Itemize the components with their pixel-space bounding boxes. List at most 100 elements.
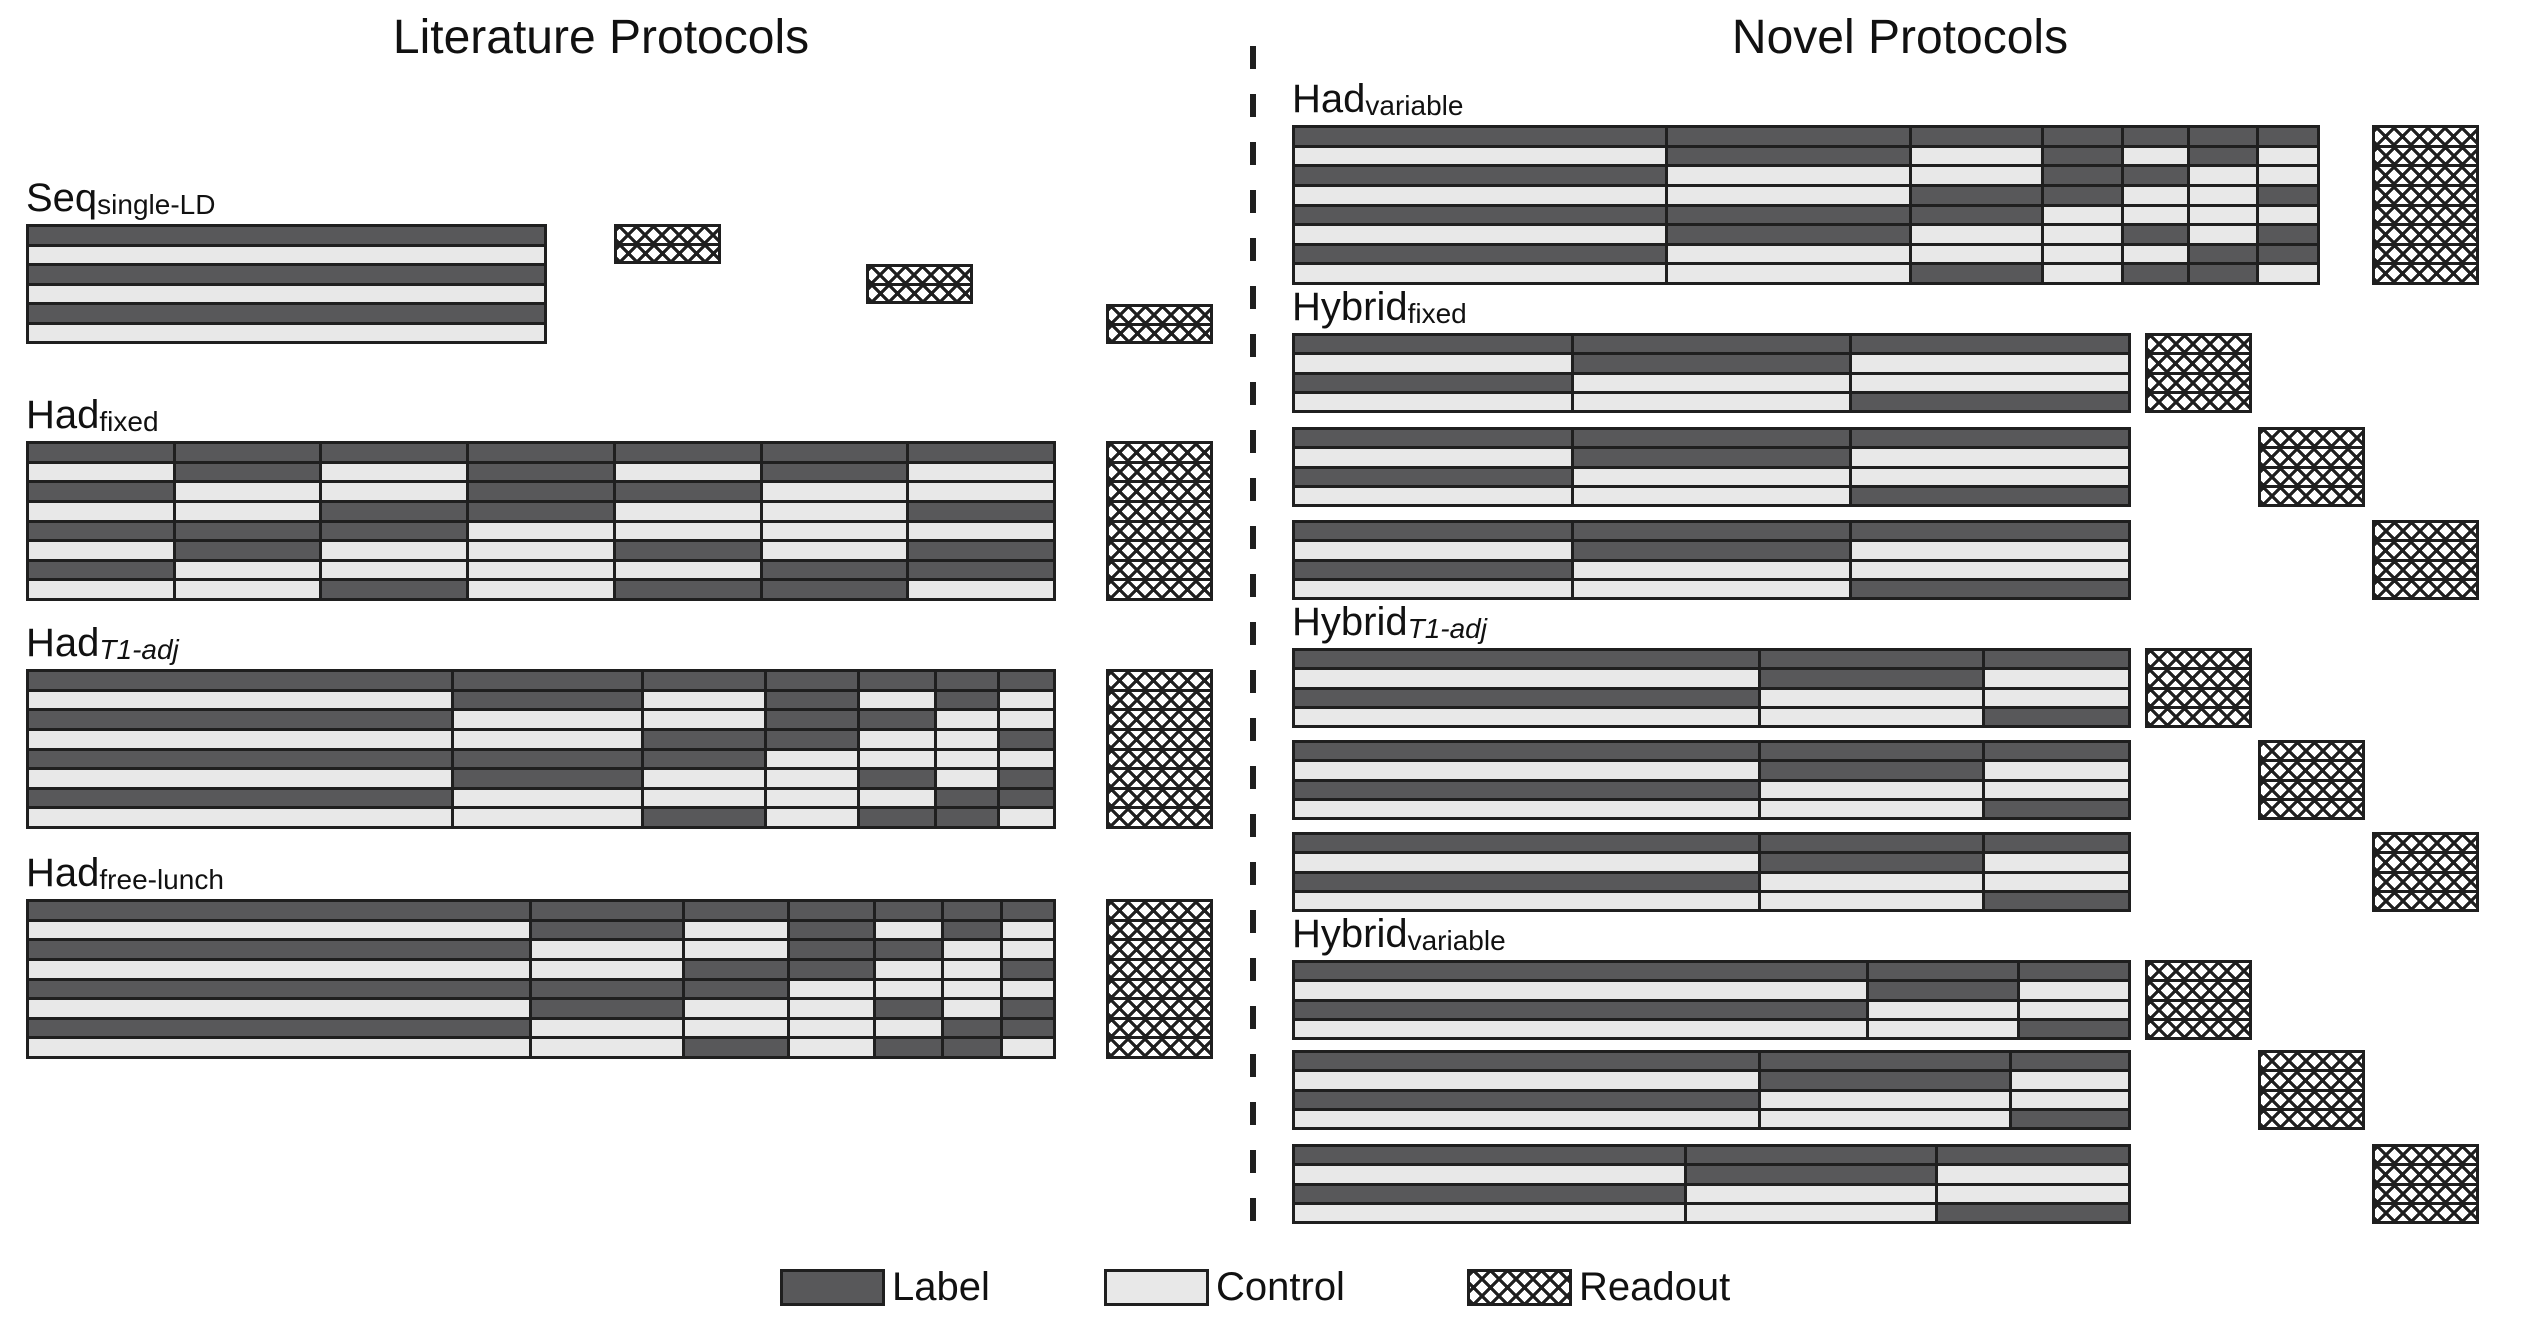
readout-row xyxy=(1109,483,1210,503)
label-segment xyxy=(322,502,467,520)
control-segment xyxy=(1573,468,1850,485)
protocol-subscript: T1-adj xyxy=(1407,613,1487,644)
control-segment xyxy=(944,1000,1000,1017)
protocol-name: Had xyxy=(1292,77,1366,121)
control-segment xyxy=(1295,1072,1759,1089)
control-segment xyxy=(1852,542,2129,559)
control-segment xyxy=(322,483,467,500)
readout-row xyxy=(1109,463,1210,484)
label-segment xyxy=(1295,430,1571,447)
protocol-name: Hybrid xyxy=(1292,912,1408,956)
label-segment xyxy=(175,522,320,540)
label-segment xyxy=(1295,523,1571,540)
label-segment xyxy=(2258,245,2317,263)
encoding-row xyxy=(1295,781,2128,798)
readout-row xyxy=(2148,393,2249,410)
control-segment xyxy=(937,770,997,787)
label-segment xyxy=(1937,1204,2128,1221)
readout-row xyxy=(2261,1091,2362,1111)
label-segment xyxy=(2043,186,2122,204)
control-segment xyxy=(469,542,613,559)
readout-row xyxy=(2261,430,2362,450)
control-segment xyxy=(790,1000,873,1017)
encoding-grid-seq-single-ld xyxy=(26,224,547,344)
control-segment xyxy=(1295,854,1759,871)
control-segment xyxy=(1295,1204,1684,1221)
readout-row xyxy=(2261,487,2362,504)
protocol-label-seq-single-ld: Seqsingle-LD xyxy=(26,176,215,220)
control-segment xyxy=(1295,580,1571,597)
control-segment xyxy=(859,730,935,748)
control-segment xyxy=(1761,708,1982,725)
control-segment xyxy=(1295,1166,1684,1183)
label-segment xyxy=(790,941,873,958)
readout-row xyxy=(2375,580,2476,597)
control-segment xyxy=(643,691,765,709)
control-segment xyxy=(1295,147,1666,165)
readout-row xyxy=(1109,711,1210,731)
label-segment xyxy=(615,483,760,500)
protocol-label-had-fixed: Hadfixed xyxy=(26,393,159,437)
label-segment xyxy=(1295,1185,1684,1202)
readout-block-hybrid-variable xyxy=(2145,960,2252,1040)
readout-row xyxy=(2148,708,2249,725)
control-segment xyxy=(1295,982,1866,999)
label-segment xyxy=(1984,651,2128,668)
label-segment xyxy=(944,902,1000,919)
protocol-name: Hybrid xyxy=(1292,600,1408,644)
encoding-grid-had-variable xyxy=(1292,125,2320,285)
encoding-row xyxy=(29,960,1053,978)
protocol-subscript: variable xyxy=(1365,90,1464,121)
encoding-row xyxy=(29,1000,1053,1017)
encoding-row xyxy=(29,691,1053,709)
encoding-row xyxy=(1295,374,2129,391)
control-segment xyxy=(1295,393,1571,410)
readout-row xyxy=(1109,902,1210,922)
control-segment xyxy=(29,730,451,748)
readout-block-had-fixed xyxy=(1106,441,1213,601)
readout-block-hybrid-variable xyxy=(2372,1144,2479,1224)
label-segment xyxy=(1761,651,1982,668)
control-segment xyxy=(1295,670,1759,687)
label-segment xyxy=(2124,226,2187,243)
readout-row xyxy=(2375,128,2476,148)
label-segment xyxy=(1868,963,2018,980)
encoding-grid-had-t1-adj xyxy=(26,669,1056,829)
label-segment xyxy=(1984,743,2128,760)
label-segment xyxy=(643,730,765,748)
label-segment xyxy=(1295,963,1866,980)
encoding-grid-hybrid-variable xyxy=(1292,1050,2131,1130)
encoding-row xyxy=(1295,128,2317,145)
encoding-row xyxy=(29,542,1054,559)
readout-block-hybrid-fixed xyxy=(2258,427,2365,507)
readout-row xyxy=(2375,854,2476,874)
label-segment xyxy=(1868,982,2018,999)
control-segment xyxy=(937,730,997,748)
encoding-row xyxy=(29,561,1054,579)
encoding-row xyxy=(29,305,544,322)
label-segment xyxy=(875,902,942,919)
readout-block-had-variable xyxy=(2372,125,2479,285)
label-segment xyxy=(1761,835,1982,852)
label-segment xyxy=(322,522,467,540)
readout-row xyxy=(2375,186,2476,207)
label-segment xyxy=(322,444,467,461)
label-segment xyxy=(767,672,857,689)
control-segment xyxy=(2258,147,2317,165)
control-segment xyxy=(1761,892,1982,909)
readout-block-seq-single-ld xyxy=(866,264,973,304)
readout-block-had-t1-adj xyxy=(1106,669,1213,829)
control-segment xyxy=(175,581,320,598)
control-segment xyxy=(944,941,1000,958)
encoding-grid-hybrid-t1-adj xyxy=(1292,832,2131,912)
readout-block-hybrid-t1-adj xyxy=(2258,740,2365,820)
encoding-row xyxy=(29,463,1054,481)
encoding-row xyxy=(1295,1020,2128,1037)
control-segment xyxy=(909,581,1054,598)
encoding-row xyxy=(1295,1204,2128,1221)
readout-row xyxy=(1109,307,1210,326)
control-segment xyxy=(767,809,857,826)
encoding-row xyxy=(1295,670,2128,687)
encoding-row xyxy=(1295,1185,2128,1202)
encoding-row xyxy=(29,750,1053,768)
